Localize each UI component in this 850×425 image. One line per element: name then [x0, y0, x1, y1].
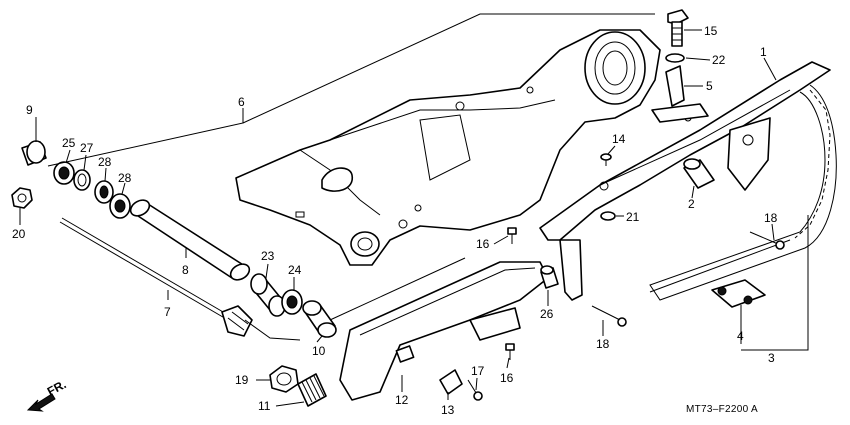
- screw-14: [600, 153, 612, 166]
- callout-24: 24: [288, 263, 302, 277]
- chain-guard: [539, 61, 831, 301]
- circlip-27: [73, 169, 91, 191]
- callout-16b: 16: [500, 371, 514, 385]
- bolt-15: [667, 9, 689, 47]
- pivot-collar-8: [129, 199, 251, 281]
- needle-bearing-23: [250, 273, 286, 317]
- callout-9: 9: [26, 103, 33, 117]
- callout-11: 11: [258, 399, 271, 413]
- callout-28b: 28: [118, 171, 132, 185]
- bearing-24: [281, 289, 303, 315]
- leader-lines: [19, 13, 809, 407]
- callout-2: 2: [688, 197, 695, 211]
- collar-26: [540, 265, 559, 289]
- callout-17: 17: [471, 364, 485, 378]
- bearing-28b: [109, 193, 131, 219]
- front-arrow-icon: [26, 393, 56, 412]
- callout-1: 1: [760, 45, 767, 59]
- callout-14: 14: [612, 132, 626, 146]
- callout-28a: 28: [98, 155, 112, 169]
- callout-22: 22: [712, 53, 726, 67]
- lower-chain-slider: [339, 261, 549, 401]
- callout-13: 13: [441, 403, 455, 417]
- callout-23: 23: [261, 249, 275, 263]
- diagram-code: MT73–F2200 A: [686, 404, 758, 415]
- collar-2: [683, 158, 715, 189]
- front-label: FR.: [45, 377, 69, 398]
- clamp-5: [651, 65, 709, 123]
- cap-13: [439, 369, 463, 395]
- pivot-bolt-7: [59, 217, 253, 337]
- nut-part-20: [11, 187, 33, 209]
- callout-3: 3: [768, 351, 775, 365]
- callout-18b: 18: [596, 337, 610, 351]
- callout-12: 12: [395, 393, 409, 407]
- callout-7: 7: [164, 305, 171, 319]
- callout-16a: 16: [476, 237, 490, 251]
- chain-joint: [711, 279, 766, 308]
- cap-part-9: [21, 140, 47, 166]
- callout-19: 19: [235, 373, 249, 387]
- callout-10: 10: [312, 344, 326, 358]
- callout-18a: 18: [764, 211, 778, 225]
- dust-seal-25: [53, 161, 75, 185]
- bearing-28a: [94, 180, 114, 204]
- screw-17: [467, 379, 483, 401]
- callout-8: 8: [182, 263, 189, 277]
- swingarm: [235, 29, 661, 266]
- lock-nut-19: [269, 365, 299, 393]
- callout-6: 6: [238, 95, 245, 109]
- bolt-18b: [591, 305, 627, 327]
- drive-chain: [649, 84, 837, 301]
- callout-25: 25: [62, 136, 76, 150]
- callout-20: 20: [12, 227, 26, 241]
- callout-4: 4: [737, 329, 744, 343]
- screw-16a: [507, 227, 517, 244]
- callouts: 1 2 3 4 5 6 7 8 9 10 11 12 13 14 15 16 1…: [12, 24, 778, 417]
- bolt-18a: [749, 231, 785, 250]
- callout-15: 15: [704, 24, 718, 38]
- callout-27: 27: [80, 141, 94, 155]
- washer-22: [665, 53, 685, 63]
- callout-26: 26: [540, 307, 554, 321]
- front-direction-indicator: FR.: [26, 377, 69, 412]
- callout-21: 21: [626, 210, 640, 224]
- washer-21: [600, 211, 616, 221]
- callout-5: 5: [706, 79, 713, 93]
- screw-16b: [505, 343, 515, 360]
- adjusting-bolt-11: [297, 373, 327, 407]
- collar-10: [302, 300, 337, 338]
